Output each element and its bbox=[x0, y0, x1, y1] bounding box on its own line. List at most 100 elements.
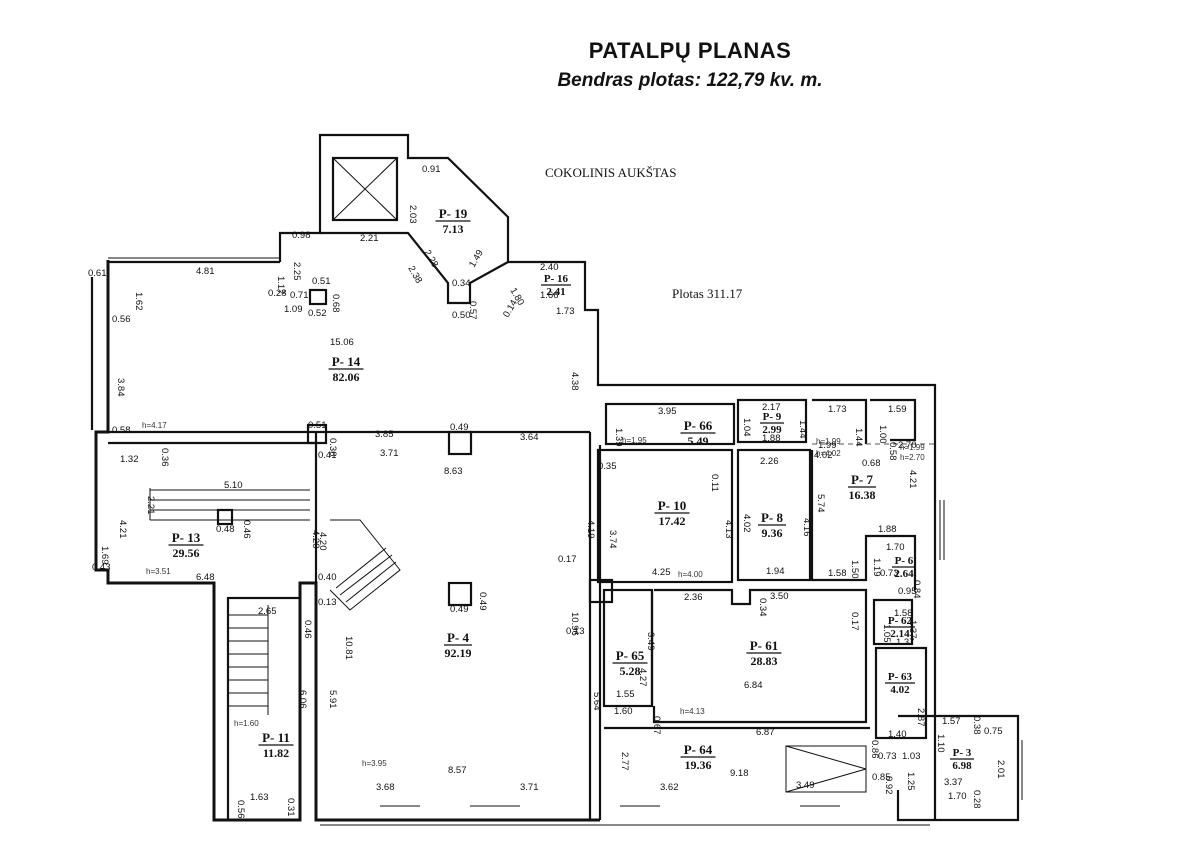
dimension-label: 3.84 bbox=[115, 378, 126, 397]
room-id: P- 65 bbox=[616, 648, 645, 663]
height-note: h=1.99 bbox=[900, 443, 925, 452]
dimension-label: 0.41 bbox=[318, 450, 337, 461]
dimension-label: 2.87 bbox=[915, 708, 926, 727]
column-small bbox=[308, 288, 328, 306]
room-id: P- 63 bbox=[888, 671, 913, 683]
wall-p19 bbox=[320, 231, 509, 305]
dimension-label: 4.02 bbox=[814, 450, 833, 461]
room-outline-p65 bbox=[602, 588, 654, 708]
dimension-label: 0.61 bbox=[88, 268, 107, 279]
dimension-label: 2.40 bbox=[540, 262, 559, 273]
dimension-label: 2.03 bbox=[407, 205, 418, 224]
height-note: h=1.99 bbox=[816, 437, 841, 446]
dimension-label: 5.74 bbox=[815, 494, 826, 513]
wall-lift bbox=[278, 133, 937, 820]
dimension-label: 2.01 bbox=[995, 760, 1006, 779]
dimension-label: 0.28 bbox=[971, 790, 982, 809]
dimension-label: 0.17 bbox=[849, 612, 860, 631]
dimension-label: 1.73 bbox=[828, 404, 847, 415]
dimension-label: 4.20 bbox=[310, 530, 321, 549]
dimension-label: 2.70 bbox=[898, 440, 917, 451]
height-note: h=4.02 bbox=[816, 449, 841, 458]
dimension-label: 6.48 bbox=[196, 572, 215, 583]
dimension-label: 1.05 bbox=[881, 624, 892, 643]
header: PATALPŲ PLANAS Bendras plotas: 122,79 kv… bbox=[0, 38, 1200, 92]
dimension-label: 1.59 bbox=[888, 404, 907, 415]
room-outline-p9 bbox=[736, 398, 808, 444]
dimension-label: 0.17 bbox=[558, 554, 577, 565]
dimension-label: 4.02 bbox=[741, 514, 752, 533]
dimension-label: 4.20 bbox=[317, 532, 328, 551]
stair-p4 bbox=[329, 519, 401, 611]
dimension-label: 0.91 bbox=[422, 164, 441, 175]
room-id: P- 61 bbox=[750, 638, 779, 653]
windows-right bbox=[939, 500, 1023, 800]
dimension-label: 5.10 bbox=[224, 480, 243, 491]
dimension-label: 1.50 bbox=[849, 560, 860, 579]
room-id: P- 19 bbox=[439, 206, 468, 221]
room-area: 4.02 bbox=[890, 684, 910, 696]
dimension-label: 1.58 bbox=[894, 608, 913, 619]
dimension-label: 0.92 bbox=[883, 776, 894, 795]
dimension-label: 3.74 bbox=[607, 530, 618, 549]
dimension-label: 6.06 bbox=[297, 690, 308, 709]
room-id: P- 62 bbox=[888, 615, 913, 627]
page-subtitle: Bendras plotas: 122,79 kv. m. bbox=[557, 70, 823, 91]
height-note: h=2.70 bbox=[900, 453, 925, 462]
interior-walls bbox=[108, 398, 1023, 826]
dimension-label: 1.99 bbox=[818, 440, 837, 451]
dimension-label: 0.73 bbox=[880, 568, 899, 579]
dimension-label: 1.73 bbox=[556, 306, 575, 317]
dimension-label: 4.25 bbox=[652, 567, 671, 578]
dimension-label: 2.17 bbox=[762, 402, 781, 413]
windows-bottom bbox=[320, 805, 930, 826]
room-area: 92.19 bbox=[445, 646, 472, 660]
dimension-label: 1.44 bbox=[797, 420, 808, 439]
dimension-label: 1.88 bbox=[878, 524, 897, 535]
dimension-label: 2.26 bbox=[760, 456, 779, 467]
dimension-label: 1.58 bbox=[828, 568, 847, 579]
dimension-label: 1.49 bbox=[467, 248, 486, 270]
dimension-label: 0.51 bbox=[312, 276, 331, 287]
dimension-label: 3.68 bbox=[376, 782, 395, 793]
dimension-label: 2.28 bbox=[421, 248, 440, 270]
height-note: h=1.95 bbox=[622, 436, 647, 445]
dimension-label: 8.57 bbox=[448, 765, 467, 776]
room-id: P- 16 bbox=[544, 273, 569, 285]
dimension-label: 1.37 bbox=[896, 637, 915, 648]
dimension-label: 4.19 bbox=[585, 520, 596, 539]
room-id: P- 4 bbox=[447, 630, 470, 645]
dimension-label: 4.27 bbox=[637, 668, 648, 687]
room-id: P- 3 bbox=[953, 747, 972, 759]
dimension-label: 0.35 bbox=[598, 461, 617, 472]
total-area-label: Plotas 311.17 bbox=[672, 286, 743, 301]
dimension-label: 0.52 bbox=[308, 308, 327, 319]
dimension-label: 4.13 bbox=[723, 520, 734, 539]
dimension-label: 1.03 bbox=[902, 751, 921, 762]
dimension-label: 8.63 bbox=[444, 466, 463, 477]
dimension-label: 1.63 bbox=[250, 792, 269, 803]
dimension-label: 1.60 bbox=[614, 706, 633, 717]
dimension-label: 0.46 bbox=[302, 620, 313, 639]
dimension-label: 2.21 bbox=[145, 496, 156, 515]
room-id: P- 13 bbox=[172, 530, 201, 545]
dimension-label: 4.81 bbox=[196, 266, 215, 277]
dimension-label: 0.73 bbox=[878, 751, 897, 762]
dimension-label: 0.31 bbox=[285, 798, 296, 817]
room-outline-p63 bbox=[874, 646, 928, 740]
height-note: h=4.13 bbox=[680, 707, 705, 716]
outer-walls bbox=[90, 133, 937, 822]
dimension-label: 0.13 bbox=[566, 626, 585, 637]
room-id: P- 11 bbox=[262, 730, 290, 745]
room-area: 9.36 bbox=[762, 526, 783, 540]
dimension-label: 1.09 bbox=[284, 304, 303, 315]
dimension-label: 2.38 bbox=[405, 264, 424, 286]
room-area: 11.82 bbox=[263, 746, 289, 760]
dimension-label: 3.49 bbox=[645, 632, 656, 651]
dimension-label: 0.85 bbox=[872, 772, 891, 783]
dimension-label: 1.88 bbox=[762, 433, 781, 444]
dimension-label: 0.86 bbox=[869, 740, 880, 759]
room-outline-p3 bbox=[896, 714, 1020, 822]
